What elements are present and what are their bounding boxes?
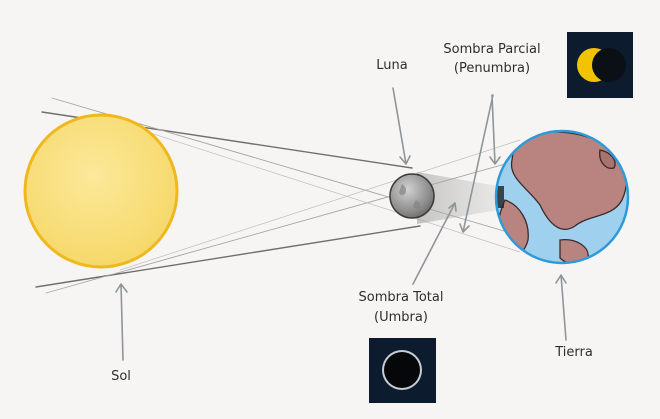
moon-arrow [393, 88, 410, 164]
partial-eclipse-icon [567, 32, 633, 98]
sun-arrow [116, 284, 127, 360]
moon [390, 174, 434, 218]
sun [25, 115, 177, 267]
sun-label: Sol [101, 368, 141, 385]
earth-arrow [556, 275, 566, 340]
total-shadow-label-line1: Sombra Total [342, 289, 460, 306]
earth [496, 131, 628, 264]
total-shadow-label-line2: (Umbra) [342, 309, 460, 326]
annotation-arrows [116, 88, 566, 360]
earth-label: Tierra [544, 344, 604, 361]
total-eclipse-icon [369, 338, 436, 403]
moon-label: Luna [362, 57, 422, 74]
partial-shadow-label-line2: (Penumbra) [432, 60, 552, 77]
partial-shadow-label-line1: Sombra Parcial [432, 41, 552, 58]
